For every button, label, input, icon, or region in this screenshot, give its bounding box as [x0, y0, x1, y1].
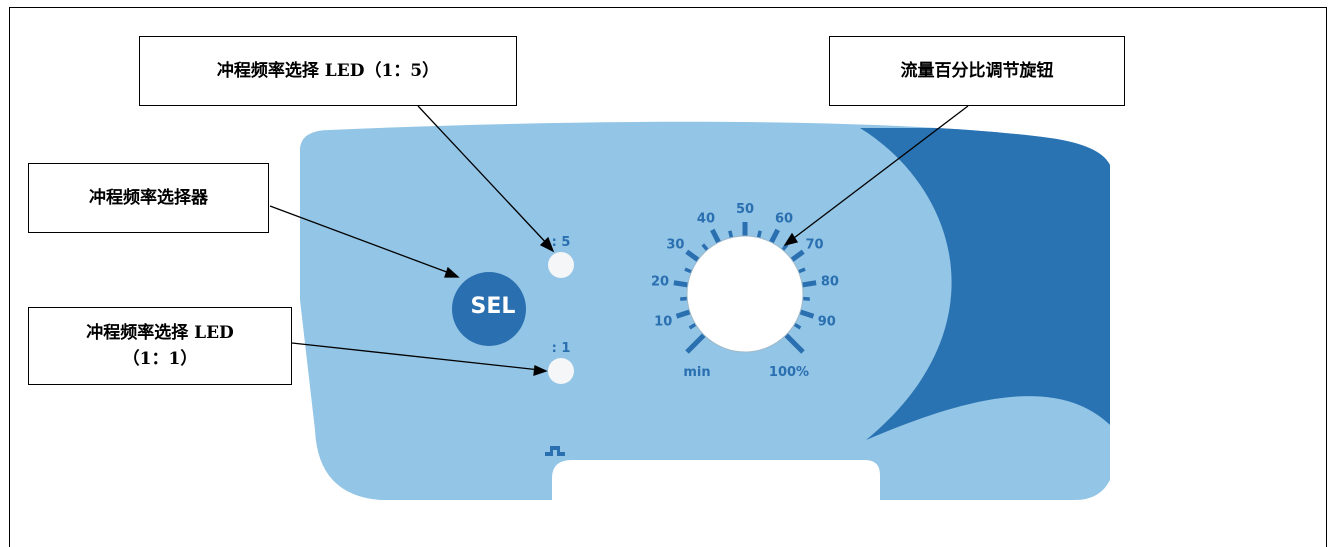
arrowhead-knob — [783, 232, 799, 247]
callout-led-1-5-text: 冲程频率选择 LED（1：5） — [216, 61, 440, 81]
panel-dark-swoosh — [860, 128, 1110, 440]
flow-dial-scale: min 10 20 30 40 50 60 70 80 90 100% — [651, 202, 839, 380]
dial-label: min — [683, 365, 710, 380]
dial-major-tick — [685, 249, 700, 262]
arrowhead-led-1-1 — [533, 365, 548, 376]
dial-major-tick — [710, 228, 721, 244]
dial-label: 100% — [769, 365, 809, 380]
led-top-label: : 5 — [552, 235, 571, 250]
dial-major-tick — [790, 249, 805, 262]
dial-major-tick — [769, 228, 780, 244]
dial-label: 20 — [651, 275, 669, 290]
callout-led-1-1: 冲程频率选择 LED （1：1） — [28, 307, 292, 385]
leader-led-1-5 — [417, 105, 551, 248]
dial-label: 30 — [666, 237, 684, 252]
dial-label: 40 — [697, 211, 715, 226]
leader-lines — [269, 105, 969, 376]
arrowhead-led-1-5 — [539, 236, 555, 253]
callout-selector: 冲程频率选择器 — [28, 163, 269, 233]
dial-major-tick — [784, 333, 805, 354]
callout-flow-knob: 流量百分比调节旋钮 — [829, 36, 1125, 106]
callout-flow-knob-text: 流量百分比调节旋钮 — [900, 61, 1054, 81]
sel-button-label: SEL — [470, 294, 516, 319]
leader-selector — [269, 205, 453, 275]
dial-major-tick — [685, 333, 706, 354]
dial-label: 10 — [654, 315, 672, 330]
dial-label: 70 — [806, 237, 824, 252]
led-1-5 — [548, 252, 574, 278]
sel-button[interactable] — [452, 272, 526, 346]
dial-label: 80 — [821, 275, 839, 290]
dial-minor-tick — [684, 267, 693, 274]
arrowhead-selector — [444, 266, 460, 278]
callout-led-1-1-line1: 冲程频率选择 LED — [86, 323, 234, 343]
dial-minor-tick — [688, 322, 697, 330]
dial-label: 50 — [736, 202, 754, 217]
figure-frame — [9, 7, 1327, 547]
dial-major-tick — [675, 309, 691, 319]
dial-label: 90 — [818, 315, 836, 330]
dial-minor-tick — [756, 230, 762, 239]
dial-minor-tick — [802, 296, 810, 301]
dial-major-tick — [801, 280, 817, 288]
pulse-symbol-icon — [545, 446, 565, 456]
callout-led-1-5: 冲程频率选择 LED（1：5） — [139, 36, 517, 106]
dial-minor-tick — [728, 230, 734, 239]
leader-knob — [789, 105, 969, 242]
panel-light-corner — [960, 418, 1075, 500]
led-1-1 — [548, 358, 574, 384]
dial-minor-tick — [797, 267, 806, 274]
callout-selector-text: 冲程频率选择器 — [89, 188, 208, 208]
dial-minor-tick — [793, 322, 802, 330]
dial-label: 60 — [775, 211, 793, 226]
dial-major-tick — [799, 309, 815, 319]
led-bottom-label: : 1 — [552, 341, 571, 356]
callout-led-1-1-line2: （1：1） — [122, 349, 198, 369]
dial-minor-tick — [781, 243, 789, 252]
dial-minor-tick — [701, 243, 709, 252]
dial-major-tick — [673, 280, 689, 288]
leader-led-1-1 — [291, 342, 541, 371]
dial-minor-tick — [680, 296, 688, 301]
flow-knob[interactable] — [686, 235, 804, 353]
